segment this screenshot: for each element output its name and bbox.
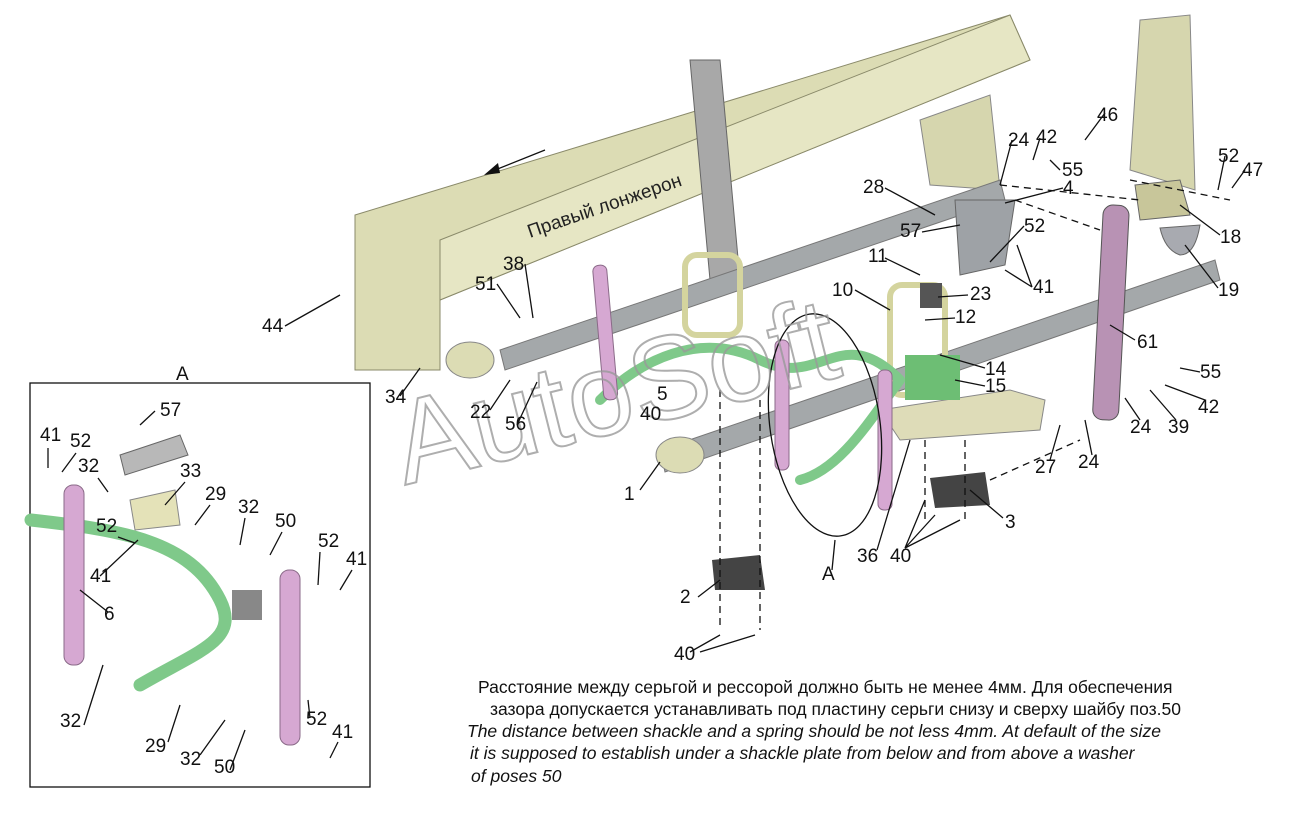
callout: 52 bbox=[318, 531, 339, 552]
callout: 19 bbox=[1218, 280, 1239, 301]
axle-bracket bbox=[879, 389, 1046, 441]
callout: 36 bbox=[857, 546, 878, 567]
callout: 56 bbox=[505, 414, 526, 435]
callout: 61 bbox=[1137, 332, 1158, 353]
callout: 24 bbox=[1130, 417, 1152, 438]
callout: 40 bbox=[674, 644, 695, 665]
rear-bracket-2 bbox=[1129, 14, 1196, 191]
callout: 18 bbox=[1220, 227, 1241, 248]
callout: 28 bbox=[863, 177, 884, 198]
callout: 22 bbox=[470, 402, 491, 423]
callout: 5 bbox=[657, 384, 668, 405]
callout: 42 bbox=[1198, 397, 1219, 418]
callout: 40 bbox=[890, 546, 911, 567]
clamp-3 bbox=[930, 472, 990, 508]
callout: 51 bbox=[475, 274, 496, 295]
callout: 41 bbox=[40, 425, 61, 446]
callout: 52 bbox=[1024, 216, 1045, 237]
callout: 52 bbox=[1218, 146, 1239, 167]
note-en-line-3: of poses 50 bbox=[471, 766, 562, 786]
callout: 57 bbox=[900, 221, 921, 242]
callout: 57 bbox=[160, 400, 181, 421]
frame-rail-top bbox=[439, 14, 1031, 301]
spring-pad bbox=[905, 355, 960, 400]
direction-arrowhead bbox=[484, 163, 500, 175]
callout: A bbox=[822, 564, 835, 585]
callout: 6 bbox=[104, 604, 115, 625]
callout: 39 bbox=[1168, 417, 1189, 438]
callout: 24 bbox=[1008, 130, 1030, 151]
callout: 23 bbox=[970, 284, 991, 305]
callout: 33 bbox=[180, 461, 201, 482]
callout: 40 bbox=[640, 404, 661, 425]
callout: 42 bbox=[1036, 127, 1057, 148]
callout: 32 bbox=[60, 711, 81, 732]
callout: 52 bbox=[306, 709, 327, 730]
u-bolt-2 bbox=[682, 252, 743, 338]
callout: 38 bbox=[503, 254, 524, 275]
inset-clamp bbox=[232, 590, 262, 620]
callout: 12 bbox=[955, 307, 976, 328]
callout: 14 bbox=[985, 359, 1007, 380]
detail-view-label: A bbox=[176, 364, 189, 385]
direction-arrow bbox=[489, 149, 546, 173]
callout: 44 bbox=[262, 316, 284, 337]
callout: 4 bbox=[1063, 178, 1074, 199]
clamp-2 bbox=[712, 555, 765, 590]
callout: 11 bbox=[868, 246, 888, 267]
rubber-pad-18 bbox=[1134, 179, 1191, 221]
callout: 2 bbox=[680, 587, 691, 608]
callout: 52 bbox=[96, 516, 117, 537]
inset-stabilizer-bar bbox=[24, 513, 232, 692]
callout: 32 bbox=[78, 456, 99, 477]
inset-leader-lines bbox=[47, 410, 353, 771]
stabilizer-link bbox=[592, 264, 619, 401]
note-ru-line-1: Расстояние между серьгой и рессорой долж… bbox=[478, 677, 1173, 697]
detail-a-frame bbox=[29, 382, 371, 788]
callout: 29 bbox=[205, 484, 226, 505]
callout: 32 bbox=[238, 497, 259, 518]
callout: 41 bbox=[1033, 277, 1054, 298]
shackle-plate bbox=[954, 199, 1016, 276]
detail-a-outline bbox=[767, 313, 883, 537]
shock-absorber bbox=[1092, 204, 1130, 421]
callout: 1 bbox=[624, 484, 635, 505]
note-en-line-1: The distance between shackle and a sprin… bbox=[467, 721, 1161, 741]
rear-bracket bbox=[919, 94, 1001, 191]
callout: 24 bbox=[1078, 452, 1100, 473]
callout: 10 bbox=[832, 280, 853, 301]
note-ru-line-2: зазора допускается устанавливать под пла… bbox=[490, 699, 1181, 719]
callout: 41 bbox=[346, 549, 367, 570]
bump-stop bbox=[920, 283, 942, 308]
callout: 32 bbox=[180, 749, 201, 770]
inset-link-6 bbox=[63, 484, 85, 666]
callout: 34 bbox=[385, 387, 407, 408]
inset-plate bbox=[119, 434, 189, 476]
callout: 50 bbox=[275, 511, 296, 532]
inset-link bbox=[279, 569, 301, 746]
note-en-line-2: it is supposed to establish under a shac… bbox=[470, 743, 1135, 763]
callout: 46 bbox=[1097, 105, 1118, 126]
callout: 27 bbox=[1035, 457, 1056, 478]
callout: 50 bbox=[214, 757, 235, 778]
callout: 55 bbox=[1062, 160, 1083, 181]
inset-callouts: 57 41 52 32 33 29 52 32 50 41 6 52 41 32… bbox=[40, 400, 367, 778]
assembly-line bbox=[719, 179, 1231, 630]
bump-cup-19 bbox=[1159, 224, 1201, 256]
stabilizer-link-3 bbox=[774, 339, 790, 471]
callout: 29 bbox=[145, 736, 166, 757]
callout: 41 bbox=[332, 722, 353, 743]
callout: 3 bbox=[1005, 512, 1016, 533]
spring-eye-2 bbox=[445, 341, 495, 379]
leader-lines bbox=[284, 112, 1246, 653]
spring-eye bbox=[655, 436, 705, 474]
callout: 15 bbox=[985, 376, 1006, 397]
stabilizer-link-2 bbox=[877, 369, 893, 511]
callout: 52 bbox=[70, 431, 91, 452]
inset-bracket-33 bbox=[129, 489, 181, 531]
callout: 47 bbox=[1242, 160, 1263, 181]
callout: 55 bbox=[1200, 362, 1221, 383]
